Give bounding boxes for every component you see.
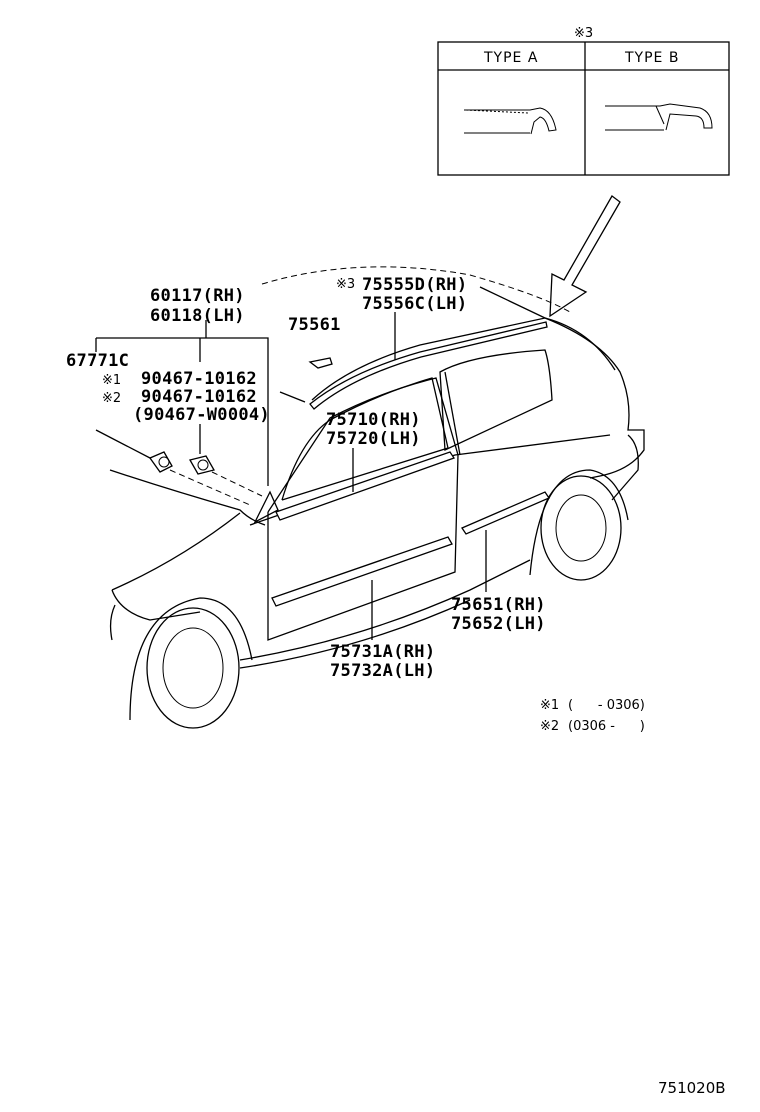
figure-id: 751020B <box>658 1079 726 1097</box>
mark-2: ※2 <box>102 391 121 406</box>
label-75710: 75710(RH) <box>326 410 421 430</box>
pointer-arrow <box>549 195 621 318</box>
type-a-profile <box>464 107 557 135</box>
inset-note-mark: ※3 <box>574 26 593 41</box>
label-60117: 60117(RH) <box>150 286 245 306</box>
roof-drip-moulding <box>309 321 548 410</box>
car-body <box>109 266 645 729</box>
label-90467-1: 90467-10162 <box>141 369 257 389</box>
note-1-range: ( - 0306) <box>568 698 645 713</box>
label-75731a: 75731A(RH) <box>330 642 435 662</box>
label-75720: 75720(LH) <box>326 429 421 449</box>
type-a-label: TYPE A <box>483 50 538 66</box>
mark-3: ※3 <box>336 277 355 292</box>
inset-frame <box>437 41 730 176</box>
label-75652: 75652(LH) <box>451 614 546 634</box>
type-inset: ※3 TYPE A TYPE B <box>437 26 730 176</box>
door-side-moulding <box>271 536 453 607</box>
label-60118: 60118(LH) <box>150 306 245 326</box>
label-75651: 75651(RH) <box>451 595 546 615</box>
type-b-label: TYPE B <box>624 50 679 66</box>
clip-67771c <box>149 451 173 473</box>
label-75555d: 75555D(RH) <box>362 275 467 295</box>
note-1-mark: ※1 <box>540 698 559 713</box>
callouts: 60117(RH) 60118(LH) 67771C ※1 90467-1016… <box>66 275 546 681</box>
label-75561: 75561 <box>288 315 341 335</box>
label-67771c: 67771C <box>66 351 129 371</box>
clip-75561 <box>308 357 333 369</box>
quarter-moulding <box>461 491 550 535</box>
label-75556c: 75556C(LH) <box>362 294 467 314</box>
label-90467-w0004: (90467-W0004) <box>133 405 270 425</box>
belt-moulding <box>275 451 456 521</box>
clip-90467 <box>189 455 215 475</box>
mark-1: ※1 <box>102 373 121 388</box>
label-75732a: 75732A(LH) <box>330 661 435 681</box>
leader-lines <box>95 286 546 640</box>
type-b-profile <box>605 103 713 131</box>
note-2-range: (0306 - ) <box>568 719 645 734</box>
mouldings <box>149 321 550 607</box>
note-2-mark: ※2 <box>540 719 559 734</box>
applicability-notes: ※1 ( - 0306) ※2 (0306 - ) <box>540 698 645 734</box>
label-90467-2: 90467-10162 <box>141 387 257 407</box>
